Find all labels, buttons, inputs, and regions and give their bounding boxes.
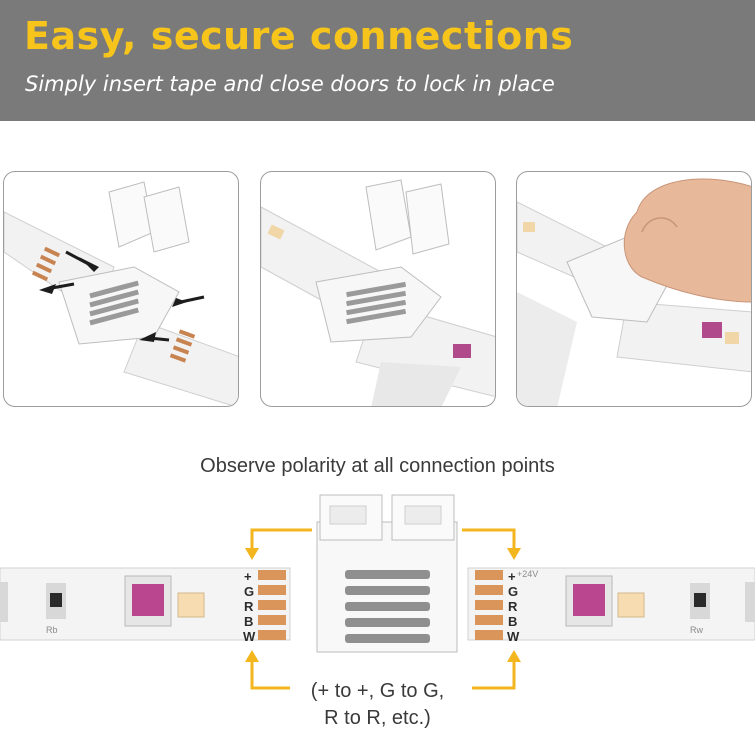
polarity-heading: Observe polarity at all connection point… (200, 455, 555, 477)
step-tape-inserted-photo (260, 171, 496, 407)
polarity-diagram: + G R B W + G R B W +24V Rb Rw (0, 490, 755, 755)
banner-subtitle: Simply insert tape and close doors to lo… (25, 72, 555, 96)
caption-line-2: R to R, etc.) (324, 707, 431, 729)
right-pin-label: G (508, 584, 519, 599)
step-close-doors-photo (516, 171, 752, 407)
right-pin-label: R (508, 599, 518, 614)
rw-mark: Rw (690, 625, 703, 635)
left-pin-label: R (244, 599, 254, 614)
voltage-mark: +24V (517, 569, 539, 579)
left-pin-label: B (244, 614, 254, 629)
rb-mark: Rb (46, 625, 58, 635)
left-pin-label: G (244, 584, 255, 599)
caption-line-1: (+ to +, G to G, (310, 680, 445, 702)
left-pin-label: + (244, 569, 252, 584)
right-pin-label: + (508, 569, 516, 584)
banner-title: Easy, secure connections (24, 14, 574, 58)
header-banner: Easy, secure connections Simply insert t… (0, 0, 755, 121)
right-pin-label: B (508, 614, 518, 629)
polarity-caption: (+ to +, G to G, R to R, etc.) (0, 678, 755, 732)
right-pin-label: W (507, 629, 520, 644)
step-insert-tape-photo (3, 171, 239, 407)
left-pin-label: W (243, 629, 256, 644)
